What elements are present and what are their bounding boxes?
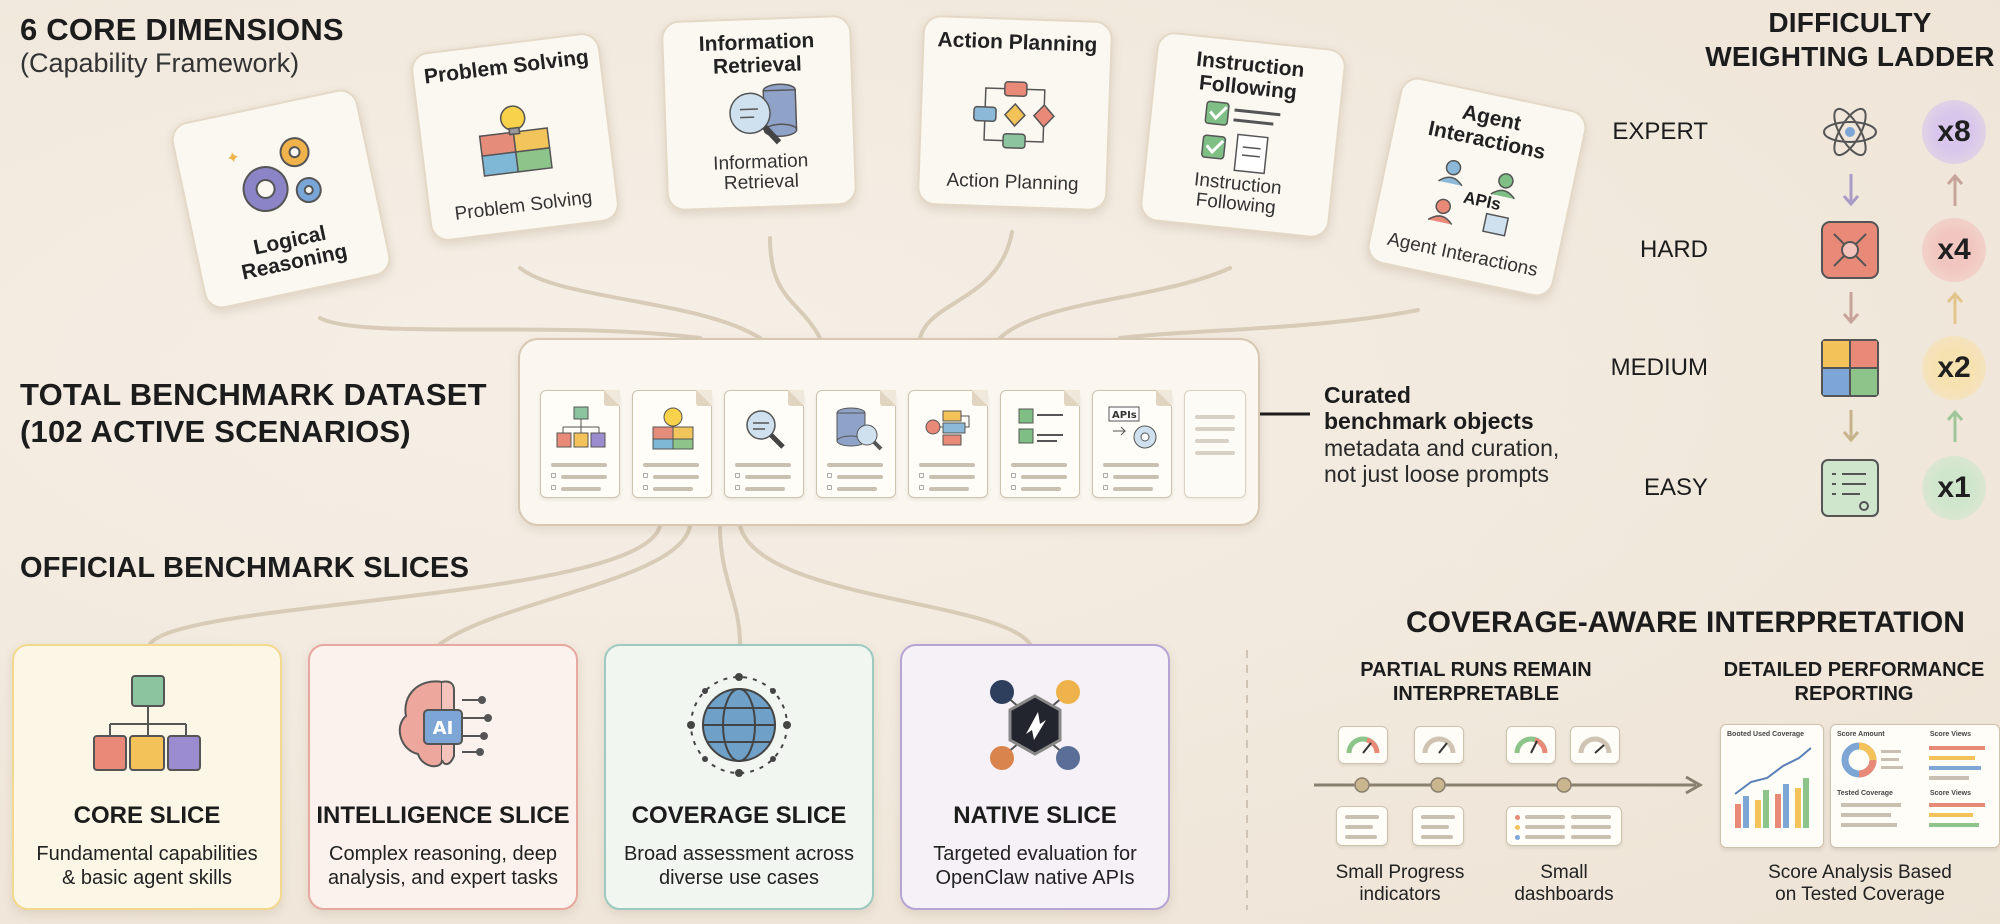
core-dimensions-subtitle: (Capability Framework) xyxy=(20,48,300,78)
progress-indicators-caption: Small Progress indicators xyxy=(1335,862,1465,905)
benchmark-doc xyxy=(1000,390,1080,498)
core-dimensions-title: 6 CORE DIMENSIONS xyxy=(20,12,344,47)
benchmark-doc xyxy=(540,390,620,498)
dashboard-bar-chart: Booted Used Coverage xyxy=(1720,724,1824,848)
dimension-title: Action Planning xyxy=(937,28,1098,57)
api-doc-label: APIs xyxy=(1112,410,1137,421)
native-api-icon xyxy=(990,680,1080,770)
lightbulb-puzzle-icon xyxy=(478,105,553,177)
slice-description: Fundamental capabilities & basic agent s… xyxy=(36,843,258,889)
small-dashboard-card xyxy=(1506,806,1622,846)
slice-card-native: NATIVE SLICE Targeted evaluation for Ope… xyxy=(900,644,1170,910)
slice-card-core: CORE SLICE Fundamental capabilities & ba… xyxy=(12,644,282,910)
dataset-panel: APIs xyxy=(518,338,1260,526)
flowchart-icon xyxy=(973,81,1055,150)
magnifier-database-icon xyxy=(729,83,798,145)
dataset-note: Curated benchmark objects metadata and c… xyxy=(1324,382,1560,488)
progress-gauge xyxy=(1506,726,1556,764)
dimension-title: Instruction Following xyxy=(1195,47,1306,104)
agents-api-icon xyxy=(1427,160,1515,238)
dimension-card-information-retrieval: Information Retrieval Information Retrie… xyxy=(660,14,858,212)
slice-description: Complex reasoning, deep analysis, and ex… xyxy=(327,843,559,889)
multiplier-x4: x4 xyxy=(1922,218,1986,282)
ladder-title: DIFFICULTY WEIGHTING LADDER xyxy=(1705,7,1995,72)
hierarchy-icon xyxy=(556,406,606,448)
detailed-reporting-title: DETAILED PERFORMANCE REPORTING xyxy=(1723,659,1985,705)
multiplier-x8: x8 xyxy=(1922,100,1986,164)
coverage-title: COVERAGE-AWARE INTERPRETATION xyxy=(1406,606,1965,639)
slices-title: OFFICIAL BENCHMARK SLICES xyxy=(20,552,470,584)
dimension-caption: Action Planning xyxy=(946,170,1079,196)
hierarchy-icon xyxy=(93,675,201,771)
medium-puzzle-icon xyxy=(1821,339,1879,397)
timeline-arrow xyxy=(1314,775,1704,795)
coverage-bars-icon xyxy=(1841,803,1985,827)
slice-description: Broad assessment across diverse use case… xyxy=(623,843,855,889)
flowchart-icon xyxy=(925,410,970,446)
ladder-label-medium: MEDIUM xyxy=(1610,354,1708,381)
ladder-label-easy: EASY xyxy=(1643,474,1708,501)
checklist-icon xyxy=(1201,100,1281,175)
magnifier-icon xyxy=(746,410,785,449)
ladder-down-arrows xyxy=(1842,174,1860,443)
benchmark-doc xyxy=(724,390,804,498)
globe-icon xyxy=(687,673,791,777)
ai-brain-icon: AI xyxy=(398,680,492,768)
ladder-up-arrows xyxy=(1946,173,1964,442)
ai-label: AI xyxy=(433,718,454,739)
progress-indicator-card xyxy=(1412,806,1464,846)
partial-runs-title: PARTIAL RUNS REMAIN INTERPRETABLE xyxy=(1360,659,1592,705)
progress-gauge xyxy=(1338,726,1388,764)
api-gear-icon: APIs xyxy=(1108,406,1157,449)
dimension-caption: Information Retrieval xyxy=(712,150,809,195)
atom-icon xyxy=(1823,107,1877,157)
svg-text:✦: ✦ xyxy=(225,147,242,168)
score-analysis-caption: Score Analysis Based on Tested Coverage xyxy=(1768,862,1952,905)
bar-chart-icon xyxy=(1734,747,1812,828)
lightbulb-puzzle-icon xyxy=(652,407,694,450)
dimension-card-action-planning: Action Planning Action Planning xyxy=(916,14,1114,212)
dashboard-summary: Score Amount Score Views Tested Coverage… xyxy=(1830,724,2000,848)
slice-title: NATIVE SLICE xyxy=(953,802,1117,829)
multiplier-x2: x2 xyxy=(1922,336,1986,400)
donut-chart-icon xyxy=(1841,742,1985,780)
benchmark-doc xyxy=(1184,390,1246,498)
dimension-caption: Problem Solving xyxy=(453,187,594,226)
database-icon xyxy=(836,407,883,451)
dimension-title: Information Retrieval xyxy=(698,29,815,79)
dimension-card-problem-solving: Problem Solving Problem Solving xyxy=(409,31,621,243)
small-dashboards-caption: Small dashboards xyxy=(1514,862,1614,905)
dimension-caption: Instruction Following xyxy=(1193,169,1283,220)
slice-card-coverage: COVERAGE SLICE Broad assessment across d… xyxy=(604,644,874,910)
checklist-icon xyxy=(1018,408,1063,444)
progress-indicator-card xyxy=(1336,806,1388,846)
dimension-title: Problem Solving xyxy=(422,45,591,89)
multiplier-x1: x1 xyxy=(1922,456,1986,520)
slice-description: Targeted evaluation for OpenClaw native … xyxy=(933,843,1137,889)
ladder-label-hard: HARD xyxy=(1639,236,1708,263)
dimension-card-logical-reasoning: ✦ Logical Reasoning xyxy=(168,86,394,312)
progress-gauge xyxy=(1414,726,1464,764)
slice-title: COVERAGE SLICE xyxy=(631,802,847,829)
benchmark-doc xyxy=(632,390,712,498)
slice-title: CORE SLICE xyxy=(73,802,221,829)
slice-card-intelligence: AI INTELLIGENCE SLICE Complex reasoning,… xyxy=(308,644,578,910)
benchmark-doc xyxy=(908,390,988,498)
dimension-card-instruction-following: Instruction Following Instruction Follow… xyxy=(1138,30,1348,240)
easy-list-icon xyxy=(1821,459,1879,517)
hard-puzzle-icon xyxy=(1821,221,1879,279)
gears-icon: ✦ xyxy=(225,137,322,212)
slice-title: INTELLIGENCE SLICE xyxy=(316,802,570,829)
dimension-card-agent-interactions: Agent Interactions APIs Agent Interactio… xyxy=(1364,74,1590,300)
ladder-label-expert: EXPERT xyxy=(1612,118,1708,145)
dataset-title: TOTAL BENCHMARK DATASET (102 ACTIVE SCEN… xyxy=(20,377,487,450)
benchmark-doc: APIs xyxy=(1092,390,1172,498)
progress-gauge xyxy=(1570,726,1620,764)
benchmark-doc xyxy=(816,390,896,498)
